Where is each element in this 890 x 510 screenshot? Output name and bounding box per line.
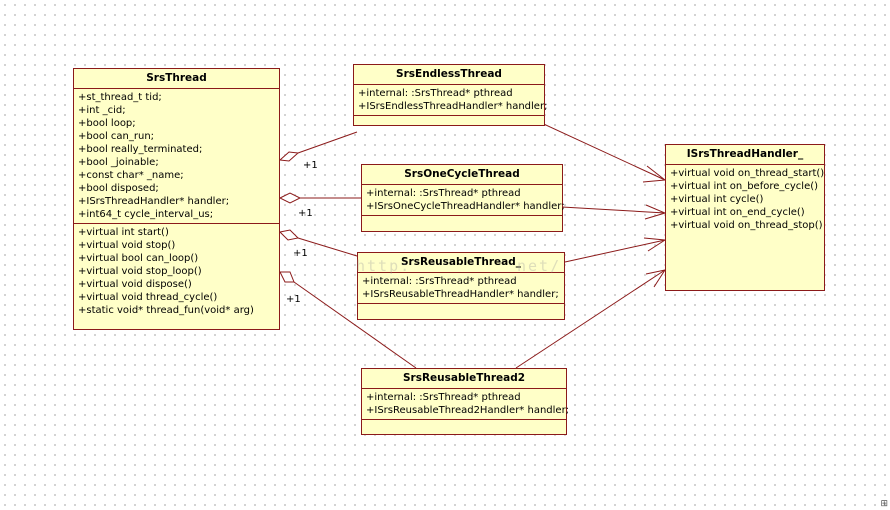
method-row: +virtual int on_end_cycle() [670,207,805,218]
method-row: +virtual void stop() [78,240,176,251]
dependency-line-reusable2 [515,269,666,369]
class-box-srsonecyclethread[interactable]: SrsOneCycleThread+internal: :SrsThread* … [361,164,565,232]
watermark-tail-text: net/ [517,257,562,275]
attribute-row: +const char* _name; [78,170,184,181]
method-row: +virtual void stop_loop() [78,266,202,277]
class-box-srsendlessthread[interactable]: SrsEndlessThread+internal: :SrsThread* p… [353,64,548,126]
class-name: SrsReusableThread_ [358,253,564,273]
attribute-row: +ISrsEndlessThreadHandler* handler; [358,101,548,112]
attribute-row: +internal: :SrsThread* pthread [366,188,521,199]
method-row: +virtual bool can_loop() [78,253,199,264]
method-row: +virtual int start() [78,227,169,238]
attribute-row: +ISrsReusableThread2Handler* handler; [366,405,570,416]
aggregation-diamond-reusable [278,229,300,241]
method-row: +virtual int cycle() [670,194,764,205]
attribute-section: +internal: :SrsThread* pthread +ISrsOneCy… [362,185,565,216]
aggregation-diamond-reusable2 [279,271,295,283]
class-box-srsreusablethread[interactable]: SrsReusableThread_+internal: :SrsThread*… [357,252,565,320]
multiplicity-onecycle: +1 [298,208,313,219]
method-row: +virtual void thread_cycle() [78,292,218,303]
class-name: SrsOneCycleThread [362,165,562,185]
multiplicity-reusable2: +1 [286,294,301,305]
attribute-row: +st_thread_t tid; [78,92,162,103]
attribute-section: +st_thread_t tid; +int _cid; +bool loop; +b… [74,89,279,224]
dependency-arrow-reusable [643,237,667,252]
attribute-row: +internal: :SrsThread* pthread [362,276,517,287]
aggregation-line-reusable2 [293,281,417,369]
attribute-row: +bool loop; [78,118,136,129]
multiplicity-endless: +1 [303,160,318,171]
class-name: SrsEndlessThread [354,65,544,85]
attribute-row: +internal: :SrsThread* pthread [358,88,513,99]
class-box-isrsthreadhandler[interactable]: ISrsThreadHandler_+virtual void on_threa… [665,144,825,291]
method-row: +virtual void on_thread_start() [670,168,825,179]
aggregation-diamond-endless [278,151,300,162]
dependency-line-reusable [564,239,666,263]
attribute-row: +bool can_run; [78,131,155,142]
class-box-srsthread[interactable]: SrsThread +st_thread_t tid; +int _cid; +boo… [73,68,280,330]
class-name: ISrsThreadHandler_ [666,145,824,165]
attribute-row: +bool disposed; [78,183,159,194]
attribute-row: +bool really_terminated; [78,144,203,155]
attribute-row: +ISrsOneCycleThreadHandler* handler; [366,201,565,212]
attribute-section: +internal: :SrsThread* pthread +ISrsEndle… [354,85,548,116]
aggregation-line-reusable [297,237,358,257]
attribute-row: +int64_t cycle_interval_us; [78,209,214,220]
empty-section [354,116,544,126]
method-row: +static void* thread_fun(void* arg) [78,305,254,316]
dependency-arrow-endless [642,165,667,183]
method-row: +virtual void dispose() [78,279,192,290]
class-name: SrsReusableThread2 [362,369,566,389]
method-row: +virtual int on_before_cycle() [670,181,819,192]
watermark-text: http: [356,257,412,275]
aggregation-line-endless [297,131,358,154]
dependency-line-endless [534,119,666,181]
empty-section [358,304,564,314]
dependency-line-onecycle [561,206,666,214]
multiplicity-reusable: +1 [293,248,308,259]
attribute-section: +internal: :SrsThread* pthread +ISrsReusa… [358,273,564,304]
attribute-row: +int _cid; [78,105,126,116]
class-box-srsreusablethread2[interactable]: SrsReusableThread2+internal: :SrsThread*… [361,368,570,435]
resize-icon[interactable]: ⊞ [880,499,888,509]
attribute-section: +internal: :SrsThread* pthread +ISrsReusa… [362,389,570,420]
method-section: +virtual void on_thread_start() +virtual … [666,165,824,234]
dependency-arrow-reusable2 [645,269,667,288]
attribute-row: +ISrsReusableThreadHandler* handler; [362,289,559,300]
attribute-row: +bool _joinable; [78,157,159,168]
empty-section [362,420,566,430]
attribute-row: +ISrsThreadHandler* handler; [78,196,230,207]
class-name: SrsThread [74,69,279,89]
attribute-row: +internal: :SrsThread* pthread [366,392,521,403]
aggregation-diamond-onecycle [278,192,302,204]
method-section: +virtual int start() +virtual void stop()… [74,224,279,319]
method-row: +virtual void on_thread_stop() [670,220,823,231]
empty-section [362,216,562,226]
